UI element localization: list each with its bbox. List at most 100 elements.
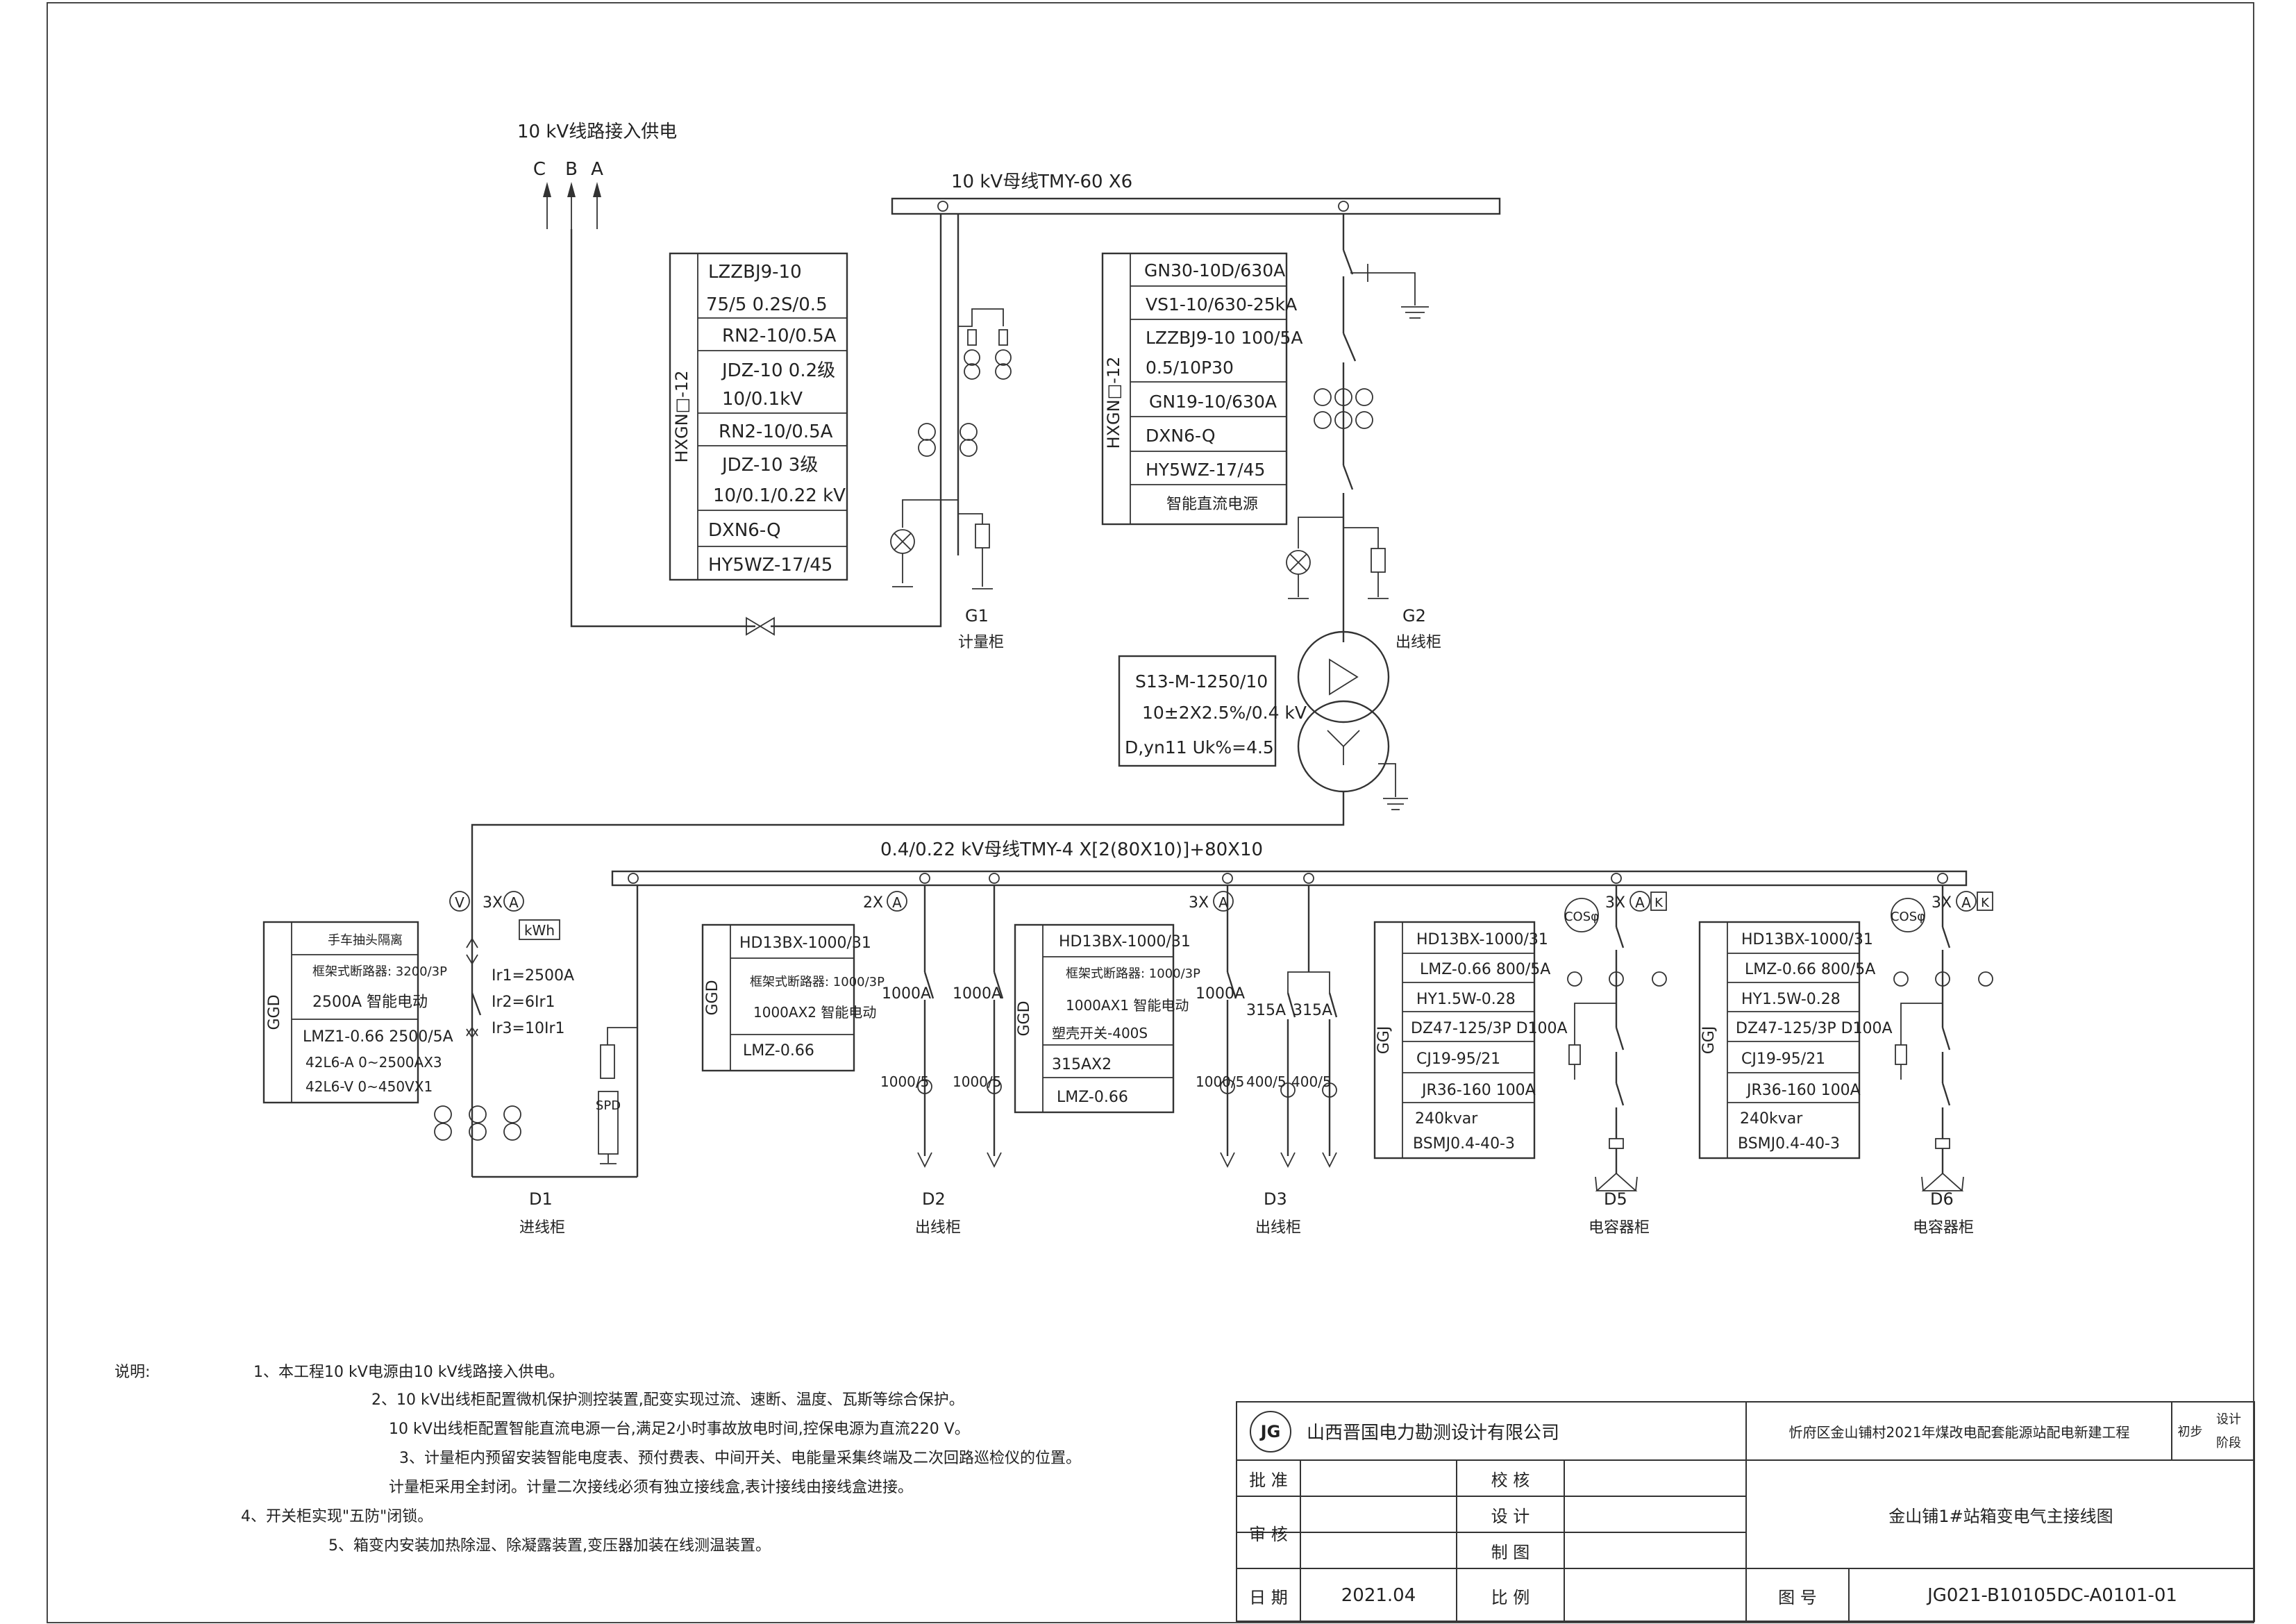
arrow-down-icon <box>917 1152 932 1169</box>
d3-name: 出线柜 <box>1255 1219 1301 1237</box>
d1-item: 42L6-A 0~2500AX3 <box>305 1054 442 1071</box>
d5-circuit: COSφ 3X A K <box>1564 885 1667 1191</box>
d1-cabinet-type: GGD <box>266 994 283 1030</box>
d2-meter-symbol: A <box>892 894 902 911</box>
surge-arrester-icon <box>1895 1044 1907 1065</box>
drawing-frame <box>47 2 2254 1623</box>
g2-code: G2 <box>1402 606 1426 626</box>
arrow-up-icon <box>567 182 576 197</box>
d5-item: JR36-160 100A <box>1421 1082 1536 1099</box>
disconnector-icon <box>1342 249 1354 275</box>
disconnector-icon <box>1342 464 1354 490</box>
check-label: 审 核 <box>1249 1524 1288 1544</box>
current-transformer-icon <box>917 1079 932 1094</box>
d1-meter: A <box>509 894 519 911</box>
g1-item: 75/5 0.2S/0.5 <box>706 294 828 315</box>
d1-setting: Ir3=10Ir1 <box>492 1020 565 1037</box>
d6-name: 电容器柜 <box>1913 1219 1974 1237</box>
switch-icon <box>1615 926 1625 948</box>
stage-label: 设计 <box>2216 1412 2241 1427</box>
d2-circuit: 2X A 1000A 1000A 1000/5 1000/5 <box>863 885 1004 1169</box>
breaker-icon <box>1941 1027 1951 1050</box>
d1-meter: 3X <box>483 894 503 912</box>
d6-item: JR36-160 100A <box>1745 1082 1861 1099</box>
d5-item: HY1.5W-0.28 <box>1416 991 1516 1008</box>
g1-code: G1 <box>965 606 989 626</box>
incoming-cable <box>570 229 755 628</box>
g2-item: GN30-10D/630A <box>1144 260 1285 281</box>
company-name: 山西晋国电力勘测设计有限公司 <box>1307 1422 1560 1443</box>
d1-spd-label: SPD <box>596 1098 621 1113</box>
current-transformer-icon <box>1220 1079 1235 1094</box>
energy-meter-icon <box>519 919 560 940</box>
lv-bus-label: 0.4/0.22 kV母线TMY-4 X[2(80X10)]+80X10 <box>880 839 1263 860</box>
d1-item: LMZ1-0.66 2500/5A <box>303 1028 453 1046</box>
arrow-up-icon <box>593 182 601 197</box>
surge-arrester-icon <box>975 524 990 549</box>
hv-busbar <box>891 197 1501 215</box>
current-transformer-icon <box>1280 1082 1296 1098</box>
d3-branch: 1000A <box>1196 985 1245 1003</box>
transformer-vector: D,yn11 Uk%=4.5 <box>1125 737 1274 757</box>
d5-item: LMZ-0.66 800/5A <box>1420 961 1550 978</box>
d5-meter: K <box>1654 896 1664 910</box>
arrow-down-icon <box>1280 1152 1296 1169</box>
d6-item: 240kvar <box>1740 1110 1803 1128</box>
d3-item: 315AX2 <box>1052 1056 1112 1073</box>
g2-item: 智能直流电源 <box>1166 496 1258 513</box>
d5-item: 240kvar <box>1415 1110 1478 1128</box>
d3-circuit: 3X A 1000A 315A 315A 1000/5 400/5 400/5 <box>1189 885 1338 1169</box>
current-transformer-icon <box>1314 388 1332 406</box>
approve-label: 批 准 <box>1249 1470 1288 1490</box>
d2-code: D2 <box>922 1189 946 1209</box>
d6-cabinet-type: GGJ <box>1700 1026 1718 1055</box>
d3-equipment-table: GGD HD13BX-1000/31 框架式断路器: 1000/3P 1000A… <box>1014 923 1200 1114</box>
d5-code: D5 <box>1604 1189 1627 1209</box>
title-block: JG 山西晋国电力勘测设计有限公司 忻府区金山铺村2021年煤改电配套能源站配电… <box>1236 1401 2255 1622</box>
arrow-down-icon <box>987 1152 1002 1169</box>
notes-heading: 说明: <box>115 1364 151 1381</box>
d3-item: HD13BX-1000/31 <box>1059 933 1191 951</box>
transformer-model: S13-M-1250/10 <box>1135 671 1268 692</box>
draw-label: 制 图 <box>1491 1542 1530 1562</box>
d5-name: 电容器柜 <box>1589 1219 1650 1237</box>
d1-meter: V <box>455 894 464 911</box>
power-factor-meter-icon <box>1891 898 1925 932</box>
company-logo: JG <box>1250 1411 1291 1453</box>
g1-equipment-table: HXGN□-12 LZZBJ9-10 75/5 0.2S/0.5 RN2-10/… <box>669 252 848 581</box>
d5-cabinet-type: GGJ <box>1375 1026 1393 1055</box>
g2-item: 0.5/10P30 <box>1146 358 1234 378</box>
d6-meter: K <box>1981 896 1990 910</box>
g1-item: JDZ-10 0.2级 <box>721 360 835 381</box>
plug-in-isolator-icon <box>466 937 478 948</box>
voltmeter-icon <box>449 891 470 912</box>
d2-branch: 1000A <box>953 985 1002 1003</box>
d3-branch: 315A <box>1246 1002 1286 1019</box>
drawing-no-label: 图 号 <box>1778 1587 1817 1607</box>
note-line: 1、本工程10 kV电源由10 kV线路接入供电。 <box>253 1364 564 1381</box>
g2-circuit <box>1286 214 1429 642</box>
d6-item: HY1.5W-0.28 <box>1741 991 1841 1008</box>
d2-name: 出线柜 <box>915 1219 961 1237</box>
g1-cabinet-type: HXGN□-12 <box>672 371 692 463</box>
g1-item: JDZ-10 3级 <box>721 455 818 476</box>
d1-item: 框架式断路器: 3200/3P <box>312 964 447 979</box>
scale-label: 比 例 <box>1491 1587 1530 1607</box>
thermal-relay-icon <box>1935 1138 1950 1149</box>
g1-item: DXN6-Q <box>708 520 781 541</box>
g1-item: 10/0.1/0.22 kV <box>713 485 846 506</box>
ammeter-icon <box>503 891 524 912</box>
d5-item: CJ19-95/21 <box>1416 1050 1500 1068</box>
d1-item: 手车抽头隔离 <box>328 933 403 948</box>
d1-setting: Ir2=6Ir1 <box>492 994 555 1011</box>
d1-equipment-table: GGD 手车抽头隔离 框架式断路器: 3200/3P 2500A 智能电动 LM… <box>262 921 453 1104</box>
d2-ct: 1000/5 <box>953 1073 1001 1090</box>
breaker-icon <box>1328 992 1338 1018</box>
arrow-up-icon <box>543 182 551 197</box>
contactor-icon <box>1941 1082 1951 1106</box>
note-line: 4、开关柜实现"五防"闭锁。 <box>241 1508 433 1525</box>
d1-meter: kWh <box>524 922 555 939</box>
d5-meter: COSφ <box>1564 910 1599 924</box>
current-transformer-icon <box>1322 1082 1337 1098</box>
capacitor-icon <box>1595 1172 1638 1191</box>
